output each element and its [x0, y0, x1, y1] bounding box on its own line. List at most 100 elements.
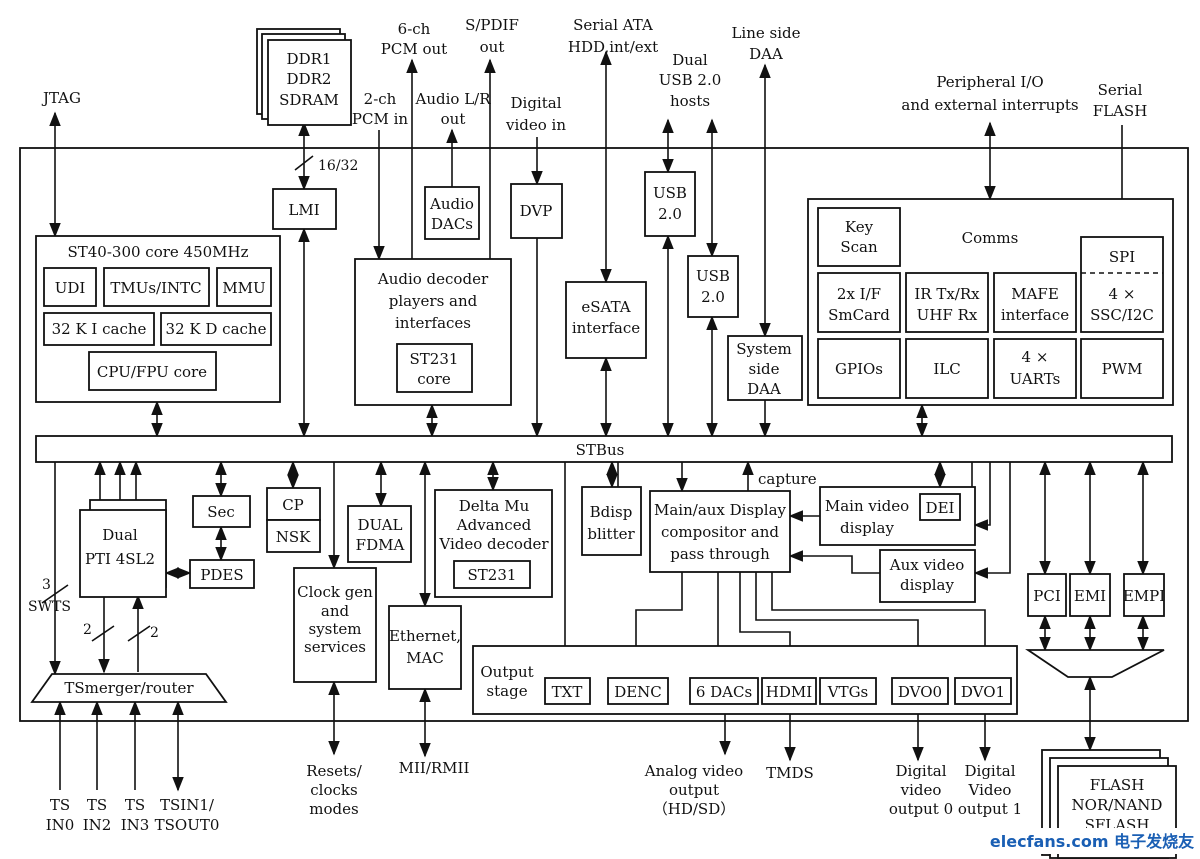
smcard-block: [817, 272, 901, 333]
audio-decoder-label-2: players and: [389, 292, 478, 310]
empi-label: EMPI: [1123, 587, 1165, 605]
st231-video-block: [453, 560, 531, 589]
compositor-label-1: Main/aux Display: [654, 501, 787, 519]
ethernet-mac-block: [388, 605, 462, 690]
delta-mu-label-3: Video decoder: [438, 535, 549, 553]
ssc-label-2: SSC/I2C: [1090, 306, 1154, 324]
audio-dacs-label-2: DACs: [431, 215, 473, 233]
dvo1-block: [954, 677, 1012, 705]
ts-in2-label-2: IN2: [83, 816, 112, 834]
pcm2-label-1: 2-ch: [364, 90, 397, 108]
nsk-label: NSK: [276, 528, 311, 546]
six-dacs-block: [689, 677, 759, 705]
mmu-label: MMU: [222, 279, 265, 297]
audio-decoder-label-1: Audio decoder: [377, 270, 489, 288]
main-video-label-1: Main video: [825, 497, 909, 515]
denc-block: [607, 677, 669, 705]
st231-audio-label-1: ST231: [410, 350, 459, 368]
cp-label: CP: [282, 496, 304, 514]
bdisp-block: [581, 486, 642, 556]
denc-label: DENC: [614, 683, 662, 701]
usb-hosts-label-3: hosts: [670, 92, 710, 110]
comms-label: Comms: [962, 229, 1019, 247]
pwm-block: [1080, 338, 1164, 399]
resets-label-3: modes: [309, 800, 358, 818]
sys-daa-label-3: DAA: [747, 380, 781, 398]
stbus-block: [35, 435, 1173, 463]
icache-block: [43, 312, 155, 346]
clock-gen-label-2: and: [321, 602, 350, 620]
ethernet-label-2: MAC: [406, 649, 444, 667]
dual-pti-block: [79, 509, 167, 598]
tsmerger-router-block: [30, 673, 228, 703]
spi-label: SPI: [1109, 248, 1135, 266]
bus-width-label: 16/32: [318, 158, 358, 174]
bus-mux-trapezoid: [1025, 649, 1165, 678]
cpu-fpu-block: [88, 351, 217, 391]
line-daa-label-2: DAA: [749, 45, 783, 63]
key-scan-block: [817, 207, 901, 267]
digital-video-in-label-1: Digital: [511, 94, 562, 112]
cpu-label: CPU/FPU core: [97, 363, 207, 381]
bdisp-label-1: Bdisp: [590, 503, 633, 521]
ts-in0-label-1: TS: [50, 796, 70, 814]
delta-mu-label-2: Advanced: [456, 516, 532, 534]
tmds-label: TMDS: [766, 764, 814, 782]
usb-block-2: [687, 255, 739, 318]
flash-label-2: NOR/NAND: [1072, 796, 1163, 814]
watermark-label: elecfans.com 电子发烧友: [990, 832, 1195, 851]
txt-label: TXT: [552, 683, 583, 701]
lmi-label: LMI: [288, 201, 319, 219]
dvo1-out-label-3: output 1: [958, 800, 1022, 818]
dei-block: [919, 493, 961, 521]
dacs6-label: 6 DACs: [696, 683, 752, 701]
st40-label: ST40-300 core 450MHz: [67, 243, 248, 261]
line-daa-label-1: Line side: [731, 24, 800, 42]
dei-label: DEI: [926, 499, 955, 517]
ts-in2-label-1: TS: [87, 796, 107, 814]
dvp-block: [510, 183, 563, 239]
digital-video-in-label-2: video in: [505, 116, 566, 134]
dvo0-out-label-1: Digital: [896, 762, 947, 780]
audio-lr-label-2: out: [441, 110, 466, 128]
dvo1-out-label-1: Digital: [965, 762, 1016, 780]
cp-block: [266, 487, 321, 521]
gpios-label: GPIOs: [835, 360, 883, 378]
dvo0-label: DVO0: [898, 683, 942, 701]
swts-label: SWTS: [28, 599, 71, 615]
ts-bus-b-width: 2: [150, 625, 159, 641]
audio-dacs-block: [424, 186, 480, 240]
mii-label: MII/RMII: [399, 759, 470, 777]
key-scan-label-1: Key: [845, 218, 874, 236]
dvo1-label: DVO1: [961, 683, 1005, 701]
mafe-block: [993, 272, 1077, 333]
compositor-block: [649, 490, 791, 573]
output-stage-label-1: Output: [480, 663, 533, 681]
dcache-label: 32 K D cache: [166, 320, 267, 338]
clock-gen-label-3: system: [309, 620, 362, 638]
ts-in3-label-2: IN3: [121, 816, 150, 834]
esata-block: [565, 281, 647, 359]
dvo0-out-label-3: output 0: [889, 800, 953, 818]
capture-label: capture: [758, 470, 817, 488]
resets-label-1: Resets/: [306, 762, 362, 780]
lmi-block: [272, 188, 337, 230]
txt-block: [544, 677, 591, 705]
audio-lr-label-1: Audio L/R: [415, 90, 492, 108]
resets-label-2: clocks: [310, 781, 357, 799]
dcache-block: [160, 312, 272, 346]
hdmi-label: HDMI: [766, 683, 812, 701]
mafe-label-1: MAFE: [1011, 285, 1059, 303]
ir-label-2: UHF Rx: [917, 306, 978, 324]
sata-label-2: HDD,int/ext: [568, 38, 658, 56]
clock-gen-label-4: services: [304, 638, 366, 656]
sata-label-1: Serial ATA: [573, 16, 653, 34]
analog-out-label-3: （HD/SD）: [653, 800, 735, 818]
output-stage-label-2: stage: [486, 682, 527, 700]
peripheral-label-1: Peripheral I/O: [936, 73, 1043, 91]
st231-video-label: ST231: [468, 566, 517, 584]
usb-block-1: [644, 171, 696, 237]
mmu-block: [216, 267, 272, 307]
nsk-block: [266, 519, 321, 553]
ddr-label-3: SDRAM: [279, 91, 339, 109]
